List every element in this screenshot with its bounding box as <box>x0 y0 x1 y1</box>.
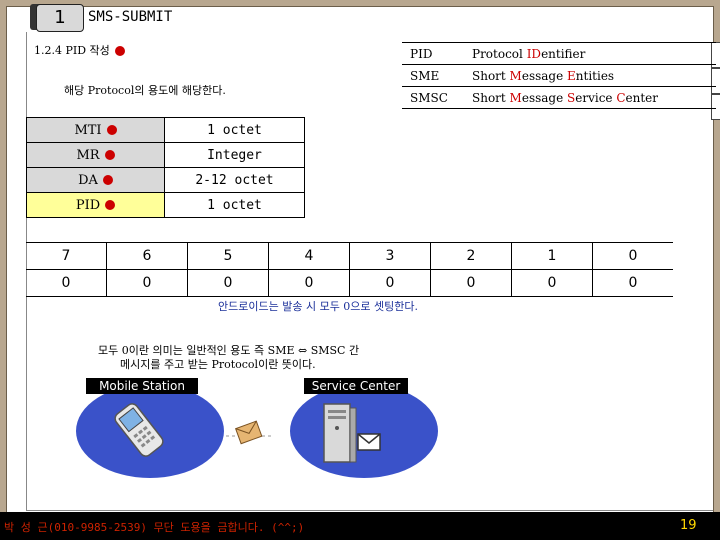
bullet-dot-icon <box>105 150 115 160</box>
mobile-station-label: Mobile Station <box>86 378 198 394</box>
slide-title: SMS-SUBMIT <box>88 9 172 25</box>
bullet-dot-icon <box>115 46 125 56</box>
service-center-label: Service Center <box>304 378 408 394</box>
field-size: 2-12 octet <box>165 168 305 193</box>
abbreviation-expansion: Short Message Entities <box>464 65 716 87</box>
expansion-text: Short <box>472 91 510 105</box>
expansion-highlight: ID <box>527 47 541 61</box>
bullet-dot-icon <box>105 200 115 210</box>
message-envelope-icon <box>226 416 274 450</box>
section-heading-text: 1.2.4 PID 작성 <box>34 44 110 57</box>
abbreviation-expansion: Protocol IDentifier <box>464 43 716 65</box>
abbreviation-key: SMSC <box>402 87 464 109</box>
server-computer-icon <box>316 402 386 466</box>
bit-value-cell: 0 <box>107 270 188 297</box>
section-description: 해당 Protocol의 용도에 해당한다. <box>64 82 226 98</box>
field-name-cell: MTI <box>27 118 165 143</box>
expansion-highlight: C <box>616 91 625 105</box>
expansion-highlight: M <box>510 91 522 105</box>
note-line-2: 메시지를 주고 받는 Protocol이란 뜻이다. <box>120 356 316 372</box>
field-row: MR Integer <box>27 143 305 168</box>
field-name: DA <box>78 173 98 188</box>
section-heading: 1.2.4 PID 작성 <box>34 42 125 58</box>
bit-value-cell: 0 <box>26 270 107 297</box>
expansion-text: entifier <box>541 47 585 61</box>
bit-position-cell: 4 <box>269 243 350 270</box>
footer-credit: 박 성 근(010-9985-2539) 무단 도용을 금합니다. (^^;) <box>4 519 304 535</box>
bit-position-cell: 5 <box>188 243 269 270</box>
bit-position-cell: 3 <box>350 243 431 270</box>
field-name: MTI <box>74 123 101 138</box>
field-row: DA 2-12 octet <box>27 168 305 193</box>
field-row: PID 1 octet <box>27 193 305 218</box>
field-name-cell: MR <box>27 143 165 168</box>
field-size: 1 octet <box>165 193 305 218</box>
bit-value-cell: 0 <box>269 270 350 297</box>
expansion-text: enter <box>626 91 659 105</box>
bit-value-cell: 0 <box>350 270 431 297</box>
mobile-phone-icon <box>104 400 174 460</box>
android-note: 안드로이드는 발송 시 모두 0으로 셋팅한다. <box>218 298 418 314</box>
slide-number-badge: 1 <box>36 4 84 32</box>
field-size: 1 octet <box>165 118 305 143</box>
expansion-text: ntities <box>576 69 614 83</box>
bullet-dot-icon <box>107 125 117 135</box>
expansion-text: Protocol <box>472 47 527 61</box>
bit-value-cell: 0 <box>593 270 674 297</box>
bit-position-cell: 7 <box>26 243 107 270</box>
bullet-dot-icon <box>103 175 113 185</box>
abbreviation-expansion: Short Message Service Center <box>464 87 716 109</box>
abbreviation-key: SME <box>402 65 464 87</box>
expansion-highlight: E <box>567 69 576 83</box>
bit-value-cell: 0 <box>512 270 593 297</box>
field-name-cell: DA <box>27 168 165 193</box>
expansion-highlight: M <box>510 69 522 83</box>
bit-position-cell: 2 <box>431 243 512 270</box>
expansion-text: ervice <box>575 91 616 105</box>
bit-position-cell: 0 <box>593 243 674 270</box>
abbreviation-key: PID <box>402 43 464 65</box>
bit-value-cell: 0 <box>431 270 512 297</box>
expansion-text: essage <box>522 69 567 83</box>
field-name: MR <box>76 148 99 163</box>
bit-position-cell: 1 <box>512 243 593 270</box>
expansion-highlight: S <box>567 91 575 105</box>
field-name: PID <box>76 198 100 213</box>
bit-position-cell: 6 <box>107 243 188 270</box>
field-row: MTI 1 octet <box>27 118 305 143</box>
expansion-text: Short <box>472 69 510 83</box>
field-size: Integer <box>165 143 305 168</box>
bit-value-cell: 0 <box>188 270 269 297</box>
field-name-cell: PID <box>27 193 165 218</box>
expansion-text: essage <box>522 91 567 105</box>
page-number: 19 <box>680 518 697 533</box>
